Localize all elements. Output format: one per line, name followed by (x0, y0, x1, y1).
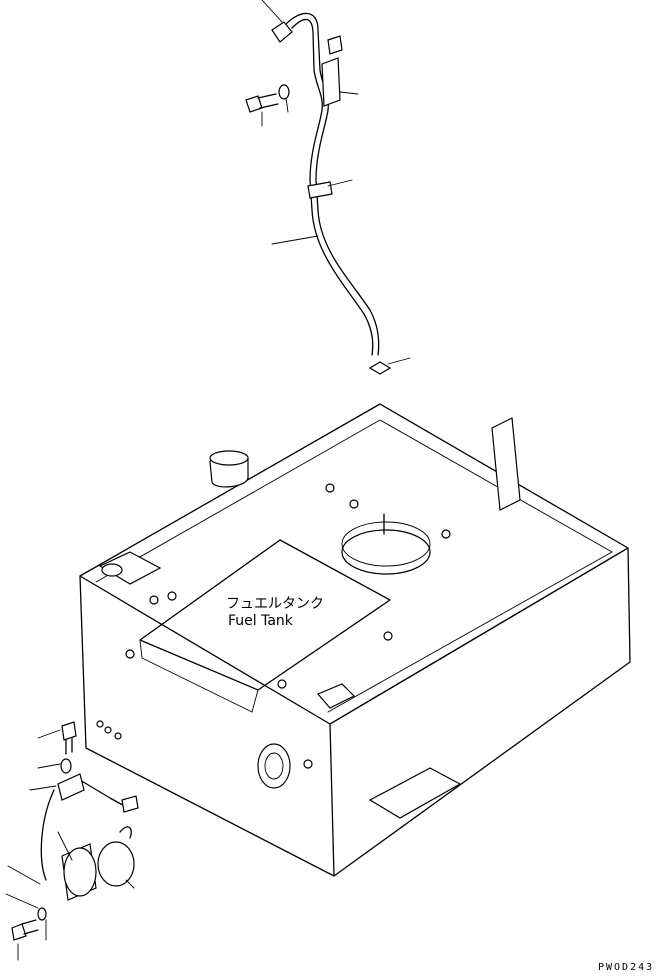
drain-port (257, 743, 291, 789)
fuel-tank-body (79, 403, 631, 877)
breather-hose-assembly (245, 0, 411, 375)
fuel-tank-label-en: Fuel Tank (228, 613, 294, 629)
drawing-code: PWOD243 (598, 962, 654, 973)
gauge-cover-plate (341, 513, 431, 575)
fuel-tank-label-jp: フュエルタンク (226, 596, 324, 612)
fuel-sender-assembly (5, 721, 139, 961)
filler-neck (209, 450, 249, 488)
